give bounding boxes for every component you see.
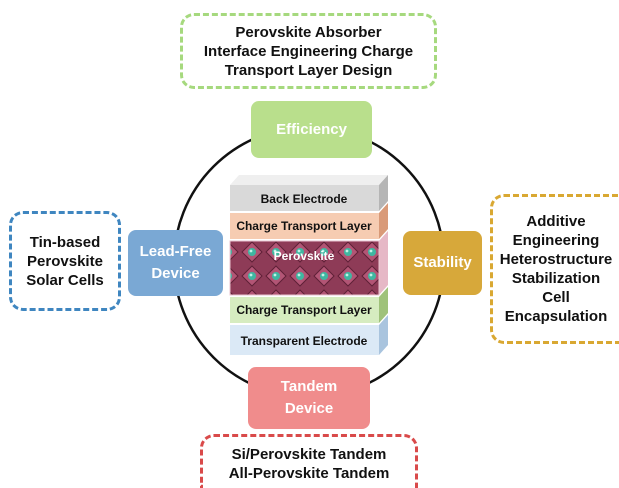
efficiency-detail-line: Transport Layer Design xyxy=(224,61,393,79)
lead-free-label: Lead-Free xyxy=(139,243,212,260)
stability-detail-line: Cell xyxy=(542,289,570,306)
layer-transparent-electrode: Transparent Electrode xyxy=(230,315,388,355)
lead-free-box: Lead-Free Device xyxy=(128,230,223,296)
tandem-details-box: Si/Perovskite Tandem All-Perovskite Tand… xyxy=(200,434,418,488)
stability-box: Stability xyxy=(403,231,482,295)
stability-details-box: Additive Engineering Heterostructure Sta… xyxy=(490,194,619,344)
layer-back-electrode: Back Electrode xyxy=(230,175,388,211)
lead-free-detail-line: Solar Cells xyxy=(26,271,104,289)
efficiency-box: Efficiency xyxy=(251,101,372,158)
lead-free-details-box: Tin-based Perovskite Solar Cells xyxy=(9,211,121,311)
layer-label-perovskite: Perovskite xyxy=(274,249,335,263)
efficiency-label: Efficiency xyxy=(276,120,347,138)
stability-label: Stability xyxy=(413,254,472,271)
lead-free-detail-line: Tin-based xyxy=(29,233,101,251)
stability-detail-line: Heterostructure xyxy=(499,251,613,268)
layer-label-transparent-electrode: Transparent Electrode xyxy=(241,334,368,348)
stability-detail-line: Stabilization xyxy=(511,270,601,287)
layer-label-charge-transport-top: Charge Transport Layer xyxy=(236,219,372,233)
efficiency-detail-line: Perovskite Absorber xyxy=(235,23,382,41)
lead-free-detail-line: Perovskite xyxy=(27,252,103,270)
tandem-detail-line: Si/Perovskite Tandem xyxy=(231,446,387,463)
layer-label-back-electrode: Back Electrode xyxy=(261,192,348,206)
layer-label-charge-transport-bottom: Charge Transport Layer xyxy=(236,303,372,317)
stability-detail-line: Engineering xyxy=(512,232,600,249)
stability-detail-line: Encapsulation xyxy=(504,308,608,325)
efficiency-details-box: Perovskite Absorber Interface Engineerin… xyxy=(180,13,437,89)
layer-charge-transport-top: Charge Transport Layer xyxy=(230,203,388,239)
layer-perovskite: Perovskite xyxy=(229,231,388,296)
tandem-label: Tandem xyxy=(280,378,338,395)
stability-detail-line: Additive xyxy=(526,213,586,230)
tandem-label: Device xyxy=(284,400,334,417)
layer-charge-transport-bottom: Charge Transport Layer xyxy=(230,287,388,323)
efficiency-detail-line: Interface Engineering Charge xyxy=(203,42,414,60)
tandem-detail-line: All-Perovskite Tandem xyxy=(228,465,390,482)
lead-free-label: Device xyxy=(151,265,200,282)
tandem-box: Tandem Device xyxy=(248,367,370,429)
